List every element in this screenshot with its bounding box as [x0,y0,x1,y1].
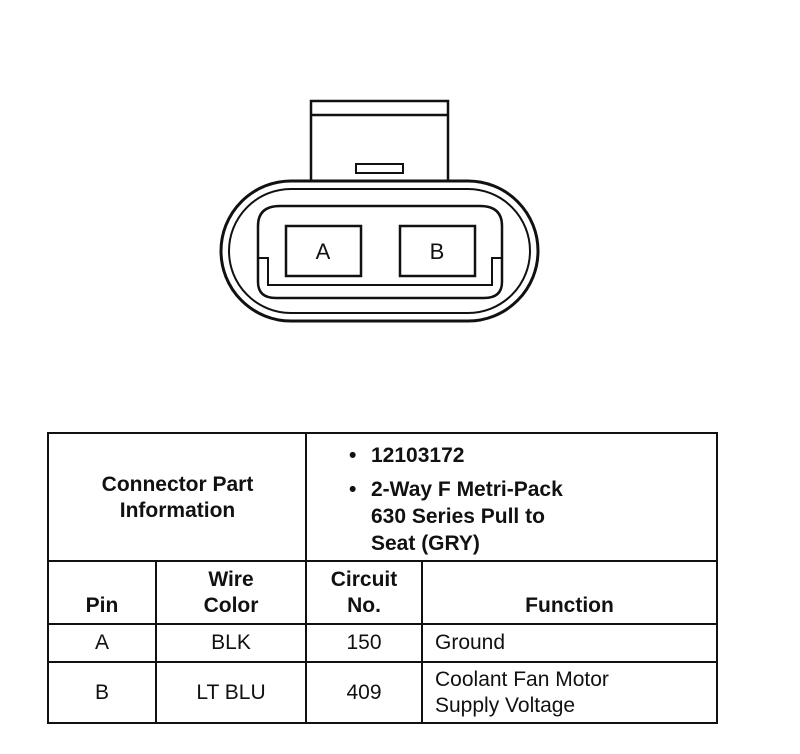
bullet-icon: • [349,478,357,501]
grid-line [49,560,716,562]
part-info-label-line: Connector Part [101,473,254,496]
header-wire-color-line: Wire [208,568,254,591]
connector-latch [309,99,450,183]
grid-line [49,623,716,625]
part-info-label-line: Information [119,499,236,522]
connector-body [219,179,540,323]
row-b-function: Coolant Fan Motor Supply Voltage [435,667,715,719]
grid-line [155,561,157,722]
row-a-circuit: 150 [346,631,382,654]
header-function: Function [423,593,716,619]
pin-a-label: A [316,239,331,264]
connector-diagram: A B [219,99,540,323]
row-b-pin: B [94,681,109,704]
header-circuit-no: Circuit No. [307,567,421,619]
part-number: 12103172 [371,444,465,467]
header-function-text: Function [525,594,614,617]
part-info-label: Connector Part Information [49,472,306,524]
row-b-function-line: Supply Voltage [435,694,576,717]
row-b-function-line: Coolant Fan Motor [435,668,609,691]
connector-table: Connector Part Information • 12103172 • … [47,432,718,724]
row-a-wire-color: BLK [211,631,251,654]
grid-line [49,661,716,663]
pin-cavity-a: A [284,224,363,278]
header-wire-color: Wire Color [157,567,305,619]
header-wire-color-line: Color [203,594,259,617]
header-pin: Pin [49,593,155,619]
header-pin-text: Pin [85,594,119,617]
connector-type-line: Seat (GRY) [371,532,480,555]
pin-b-label: B [430,239,445,264]
connector-type-line: 630 Series Pull to [371,505,545,528]
connector-type-line: 2-Way F Metri-Pack [371,478,563,501]
row-a-function-line: Ground [435,631,506,654]
row-b-wire-color: LT BLU [196,681,266,704]
bullet-icon: • [349,444,357,467]
grid-line [421,561,423,722]
row-b-circuit: 409 [346,681,382,704]
header-circuit-no-line: Circuit [330,568,398,591]
grid-line [305,434,307,722]
header-circuit-no-line: No. [347,594,381,617]
row-a-function: Ground [435,630,715,656]
pin-cavity-b: B [398,224,477,278]
row-a-pin: A [94,631,109,654]
